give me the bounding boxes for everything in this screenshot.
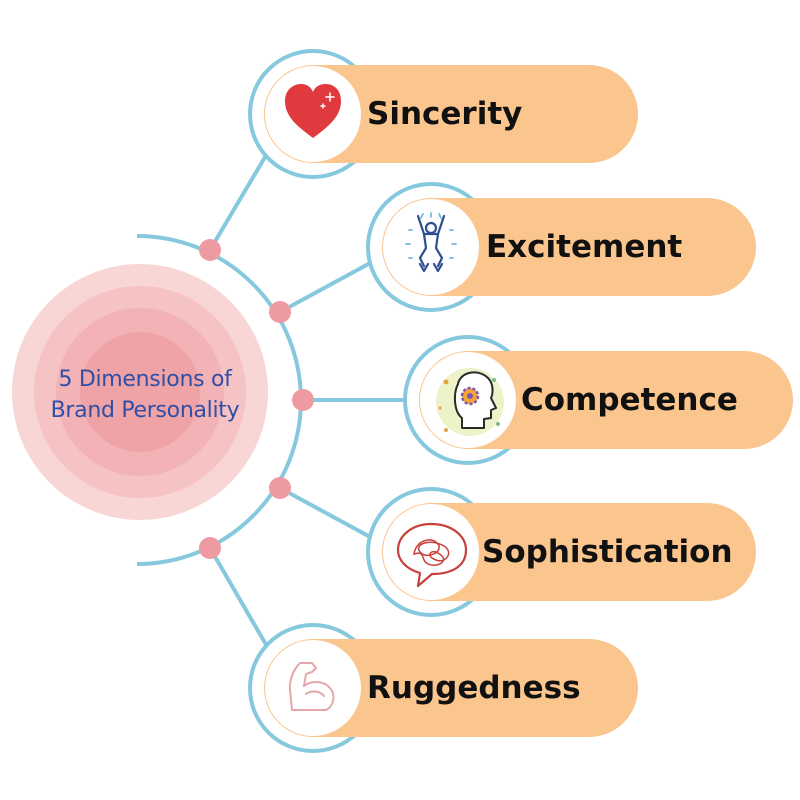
connector-dots	[199, 239, 314, 559]
head-gear-icon	[436, 368, 504, 436]
flexed-arm-icon	[288, 662, 335, 711]
center-title-line2: Brand Personality	[50, 398, 240, 423]
heart-icon	[285, 84, 341, 138]
connector-dot	[269, 301, 291, 323]
connector-dot	[199, 239, 221, 261]
center-title: 5 Dimensions of Brand Personality	[20, 364, 270, 426]
center-circle	[12, 264, 268, 520]
label-sincerity: Sincerity	[367, 96, 523, 132]
label-sophistication: Sophistication	[482, 534, 733, 570]
center-title-line1: 5 Dimensions of	[58, 367, 232, 392]
connector-dot	[292, 389, 314, 411]
label-excitement: Excitement	[486, 229, 683, 265]
label-ruggedness: Ruggedness	[367, 670, 581, 706]
connectors	[208, 150, 412, 650]
label-competence: Competence	[521, 382, 738, 418]
jumping-person-icon	[405, 212, 457, 273]
thought-bubble-icon	[396, 522, 468, 588]
connector-dot	[269, 477, 291, 499]
connector-dot	[199, 537, 221, 559]
